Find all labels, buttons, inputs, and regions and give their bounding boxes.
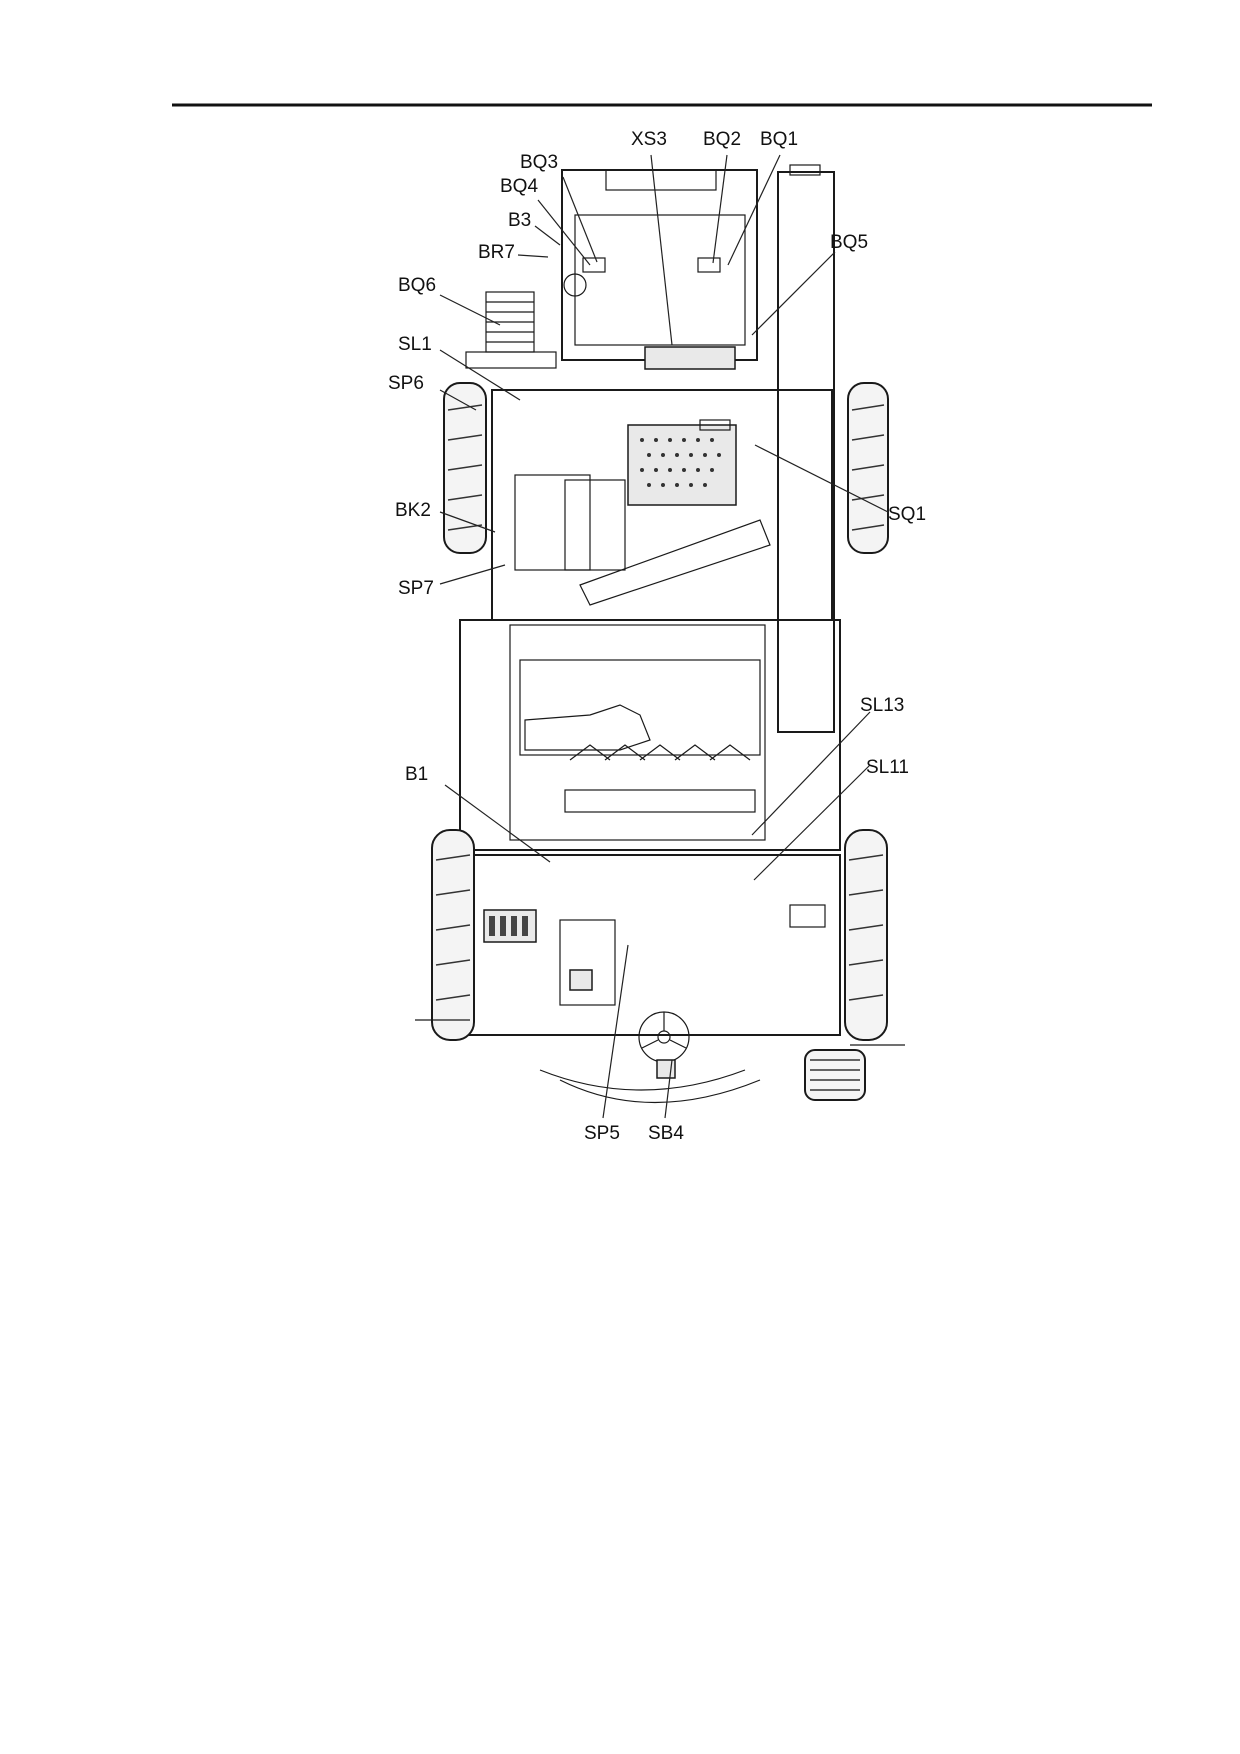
- label-BQ2: BQ2: [703, 129, 741, 150]
- fuse-block: [489, 916, 528, 936]
- leader-SQ1: [754, 444, 889, 513]
- leader-BQ5: [751, 251, 836, 336]
- leader-SP6: [439, 389, 477, 411]
- leader-BQ2: [712, 154, 728, 264]
- leader-B1: [444, 784, 551, 863]
- label-SP7: SP7: [398, 578, 434, 599]
- leader-SL13: [751, 711, 871, 836]
- label-BQ3: BQ3: [520, 152, 558, 173]
- leader-BQ3: [562, 176, 598, 263]
- label-SP5: SP5: [584, 1123, 620, 1144]
- label-B1: B1: [405, 764, 428, 785]
- leader-SB4: [664, 1059, 673, 1119]
- label-SL13: SL13: [860, 695, 904, 716]
- leader-BK2: [439, 511, 496, 533]
- machine-body: [415, 164, 905, 1103]
- leader-BQ1: [727, 154, 781, 266]
- leader-SP7: [439, 564, 506, 585]
- label-SL1: SL1: [398, 334, 432, 355]
- label-SQ1: SQ1: [888, 504, 926, 525]
- leader-BQ4: [537, 199, 591, 266]
- label-XS3: XS3: [631, 129, 667, 150]
- leader-SL11: [753, 764, 871, 881]
- callout-labels: XS3 BQ2 BQ1 BQ3 BQ4 B3 BR7 BQ5 BQ6 SL1 S…: [388, 129, 926, 1144]
- leader-BR7: [517, 254, 549, 258]
- leader-B3: [534, 225, 561, 246]
- leader-lines: [439, 154, 889, 1119]
- label-SL11: SL11: [866, 757, 909, 778]
- label-SP6: SP6: [388, 373, 424, 394]
- perforation-dots: [640, 438, 721, 487]
- label-BQ1: BQ1: [760, 129, 798, 150]
- auger-flights: [569, 744, 751, 761]
- leader-SL1: [439, 349, 521, 401]
- leader-BQ6: [439, 294, 501, 326]
- label-BQ4: BQ4: [500, 176, 538, 197]
- tread-lines-rear: [435, 854, 884, 1001]
- label-BQ5: BQ5: [830, 232, 868, 253]
- label-BR7: BR7: [478, 242, 515, 263]
- leader-XS3: [650, 154, 673, 346]
- label-BK2: BK2: [395, 500, 431, 521]
- leader-SP5: [602, 944, 629, 1119]
- label-B3: B3: [508, 210, 531, 231]
- label-SB4: SB4: [648, 1123, 684, 1144]
- label-BQ6: BQ6: [398, 275, 436, 296]
